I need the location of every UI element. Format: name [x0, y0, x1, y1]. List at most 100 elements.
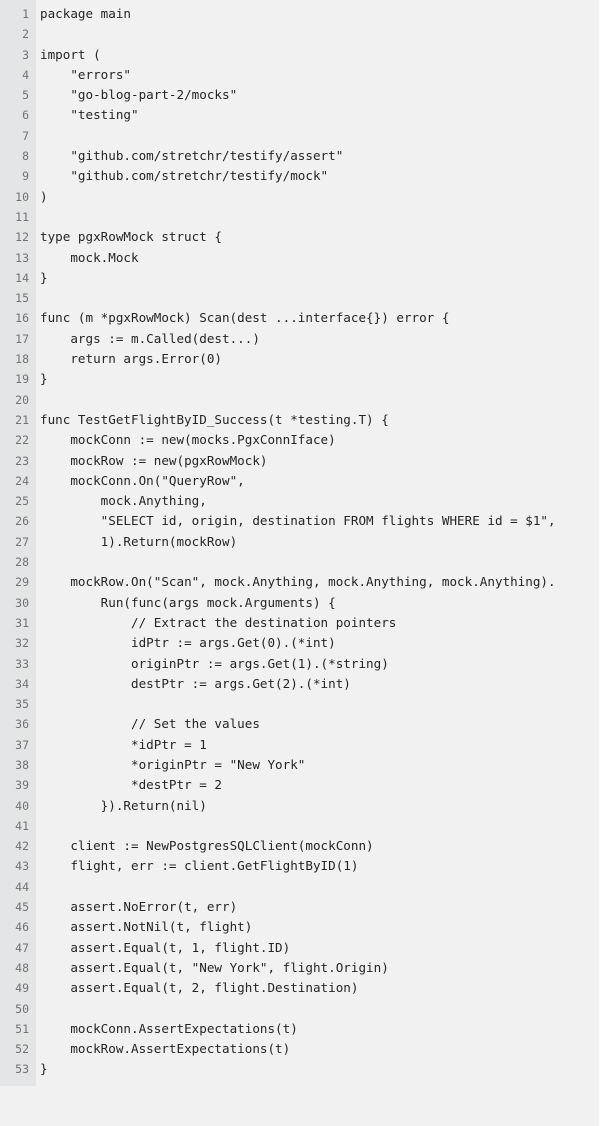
line-code[interactable]: "SELECT id, origin, destination FROM fli… — [40, 513, 556, 529]
code-line[interactable]: 36 // Set the values — [0, 714, 599, 734]
code-line[interactable]: 43 flight, err := client.GetFlightByID(1… — [0, 856, 599, 876]
code-line[interactable]: 35 — [0, 694, 599, 714]
code-line[interactable]: 33 originPtr := args.Get(1).(*string) — [0, 654, 599, 674]
line-code[interactable]: Run(func(args mock.Arguments) { — [40, 594, 336, 610]
code-line[interactable]: 23 mockRow := new(pgxRowMock) — [0, 451, 599, 471]
line-code[interactable]: args := m.Called(dest...) — [40, 330, 260, 346]
code-line[interactable]: 22 mockConn := new(mocks.PgxConnIface) — [0, 430, 599, 450]
line-code[interactable]: "github.com/stretchr/testify/mock" — [40, 168, 329, 184]
code-line[interactable]: 5 "go-blog-part-2/mocks" — [0, 85, 599, 105]
line-code[interactable]: assert.Equal(t, 1, flight.ID) — [40, 939, 291, 955]
line-code[interactable]: return args.Error(0) — [40, 351, 222, 367]
line-code[interactable]: "github.com/stretchr/testify/assert" — [40, 148, 344, 164]
line-code[interactable]: originPtr := args.Get(1).(*string) — [40, 655, 389, 671]
line-code[interactable]: mock.Anything, — [40, 493, 207, 509]
code-line[interactable]: 17 args := m.Called(dest...) — [0, 329, 599, 349]
code-line[interactable]: 28 — [0, 552, 599, 572]
line-code[interactable]: assert.NotNil(t, flight) — [40, 919, 253, 935]
code-line[interactable]: 37 *idPtr = 1 — [0, 735, 599, 755]
code-line[interactable]: 11 — [0, 207, 599, 227]
code-line[interactable]: 42 client := NewPostgresSQLClient(mockCo… — [0, 836, 599, 856]
code-line[interactable]: 26 "SELECT id, origin, destination FROM … — [0, 511, 599, 531]
line-code[interactable]: 1).Return(mockRow) — [40, 533, 238, 549]
code-line[interactable]: 39 *destPtr = 2 — [0, 775, 599, 795]
line-code[interactable]: *originPtr = "New York" — [40, 756, 306, 772]
line-code[interactable]: assert.Equal(t, 2, flight.Destination) — [40, 980, 359, 996]
line-code[interactable]: // Extract the destination pointers — [40, 614, 397, 630]
code-line[interactable]: 51 mockConn.AssertExpectations(t) — [0, 1019, 599, 1039]
line-code[interactable]: "testing" — [40, 107, 139, 123]
code-line[interactable]: 14} — [0, 268, 599, 288]
line-code[interactable]: } — [40, 371, 48, 387]
line-code[interactable]: assert.NoError(t, err) — [40, 899, 238, 915]
code-line[interactable]: 31 // Extract the destination pointers — [0, 613, 599, 633]
line-code[interactable]: mockRow.AssertExpectations(t) — [40, 1041, 291, 1057]
code-line[interactable]: 48 assert.Equal(t, "New York", flight.Or… — [0, 958, 599, 978]
line-code[interactable]: flight, err := client.GetFlightByID(1) — [40, 858, 359, 874]
code-line[interactable]: 47 assert.Equal(t, 1, flight.ID) — [0, 938, 599, 958]
line-code[interactable]: mockConn := new(mocks.PgxConnIface) — [40, 432, 336, 448]
code-line[interactable]: 7 — [0, 126, 599, 146]
line-code[interactable]: "errors" — [40, 66, 132, 82]
code-line[interactable]: 25 mock.Anything, — [0, 491, 599, 511]
code-line[interactable]: 18 return args.Error(0) — [0, 349, 599, 369]
line-code[interactable]: destPtr := args.Get(2).(*int) — [40, 675, 351, 691]
line-code[interactable]: "go-blog-part-2/mocks" — [40, 87, 238, 103]
line-code[interactable]: }).Return(nil) — [40, 797, 207, 813]
code-line[interactable]: 38 *originPtr = "New York" — [0, 755, 599, 775]
line-code[interactable]: assert.Equal(t, "New York", flight.Origi… — [40, 959, 389, 975]
line-code[interactable]: idPtr := args.Get(0).(*int) — [40, 635, 336, 651]
code-line[interactable]: 4 "errors" — [0, 65, 599, 85]
code-line[interactable]: 8 "github.com/stretchr/testify/assert" — [0, 146, 599, 166]
code-line[interactable]: 24 mockConn.On("QueryRow", — [0, 471, 599, 491]
code-line[interactable]: 40 }).Return(nil) — [0, 796, 599, 816]
code-line[interactable]: 44 — [0, 877, 599, 897]
code-line[interactable]: 32 idPtr := args.Get(0).(*int) — [0, 633, 599, 653]
code-line[interactable]: 2 — [0, 24, 599, 44]
line-code[interactable]: } — [40, 1061, 48, 1077]
line-code[interactable]: mockRow.On("Scan", mock.Anything, mock.A… — [40, 574, 556, 590]
line-code[interactable]: mockConn.On("QueryRow", — [40, 472, 245, 488]
line-number: 34 — [15, 676, 29, 691]
code-line[interactable]: 20 — [0, 390, 599, 410]
line-code[interactable]: // Set the values — [40, 716, 260, 732]
code-line[interactable]: 10) — [0, 187, 599, 207]
code-line[interactable]: 46 assert.NotNil(t, flight) — [0, 917, 599, 937]
code-line[interactable]: 34 destPtr := args.Get(2).(*int) — [0, 674, 599, 694]
code-line[interactable]: 19} — [0, 369, 599, 389]
line-code[interactable]: mockConn.AssertExpectations(t) — [40, 1020, 298, 1036]
line-number: 39 — [15, 778, 29, 793]
code-line[interactable]: 30 Run(func(args mock.Arguments) { — [0, 593, 599, 613]
line-code[interactable]: mock.Mock — [40, 249, 139, 265]
code-line[interactable]: 9 "github.com/stretchr/testify/mock" — [0, 166, 599, 186]
line-code[interactable]: func TestGetFlightByID_Success(t *testin… — [40, 411, 389, 427]
code-line[interactable]: 52 mockRow.AssertExpectations(t) — [0, 1039, 599, 1059]
code-line[interactable]: 15 — [0, 288, 599, 308]
code-line[interactable]: 53} — [0, 1059, 599, 1079]
code-line[interactable]: 41 — [0, 816, 599, 836]
code-line[interactable]: 45 assert.NoError(t, err) — [0, 897, 599, 917]
line-code[interactable]: client := NewPostgresSQLClient(mockConn) — [40, 838, 374, 854]
code-line[interactable]: 29 mockRow.On("Scan", mock.Anything, moc… — [0, 572, 599, 592]
code-line[interactable]: 50 — [0, 999, 599, 1019]
line-code[interactable]: type pgxRowMock struct { — [40, 229, 222, 245]
line-code[interactable]: ) — [40, 188, 48, 204]
line-code[interactable]: import ( — [40, 46, 101, 62]
line-code[interactable]: } — [40, 269, 48, 285]
code-line[interactable]: 27 1).Return(mockRow) — [0, 532, 599, 552]
line-code[interactable]: *idPtr = 1 — [40, 736, 207, 752]
code-line[interactable]: 49 assert.Equal(t, 2, flight.Destination… — [0, 978, 599, 998]
line-code[interactable]: package main — [40, 6, 131, 21]
line-code[interactable]: mockRow := new(pgxRowMock) — [40, 452, 268, 468]
code-line[interactable]: 13 mock.Mock — [0, 248, 599, 268]
line-code[interactable]: func (m *pgxRowMock) Scan(dest ...interf… — [40, 310, 450, 326]
code-line[interactable]: 6 "testing" — [0, 105, 599, 125]
line-code[interactable]: *destPtr = 2 — [40, 777, 222, 793]
